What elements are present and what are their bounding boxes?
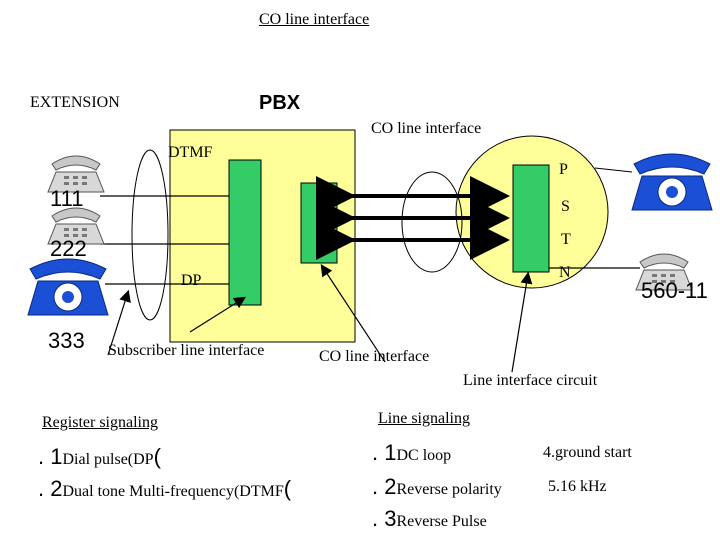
line-item-3-text: Reverse Pulse — [396, 513, 487, 530]
extension-pointer — [107, 289, 131, 356]
psnt-n: N — [559, 264, 571, 281]
circuit-pointer — [511, 271, 533, 373]
trunk-arrows — [316, 176, 510, 260]
extension-ellipse — [131, 149, 169, 321]
co-pointer — [320, 263, 386, 363]
remote-line-top — [594, 167, 633, 173]
subscriber-interface-block — [228, 159, 262, 306]
phone-icon-222 — [47, 207, 105, 245]
register-item-2-paren: ( — [283, 476, 292, 501]
line-signaling-heading: Line signaling — [378, 410, 470, 427]
psnt-s: S — [561, 198, 570, 215]
extension-number-111: 111 — [50, 186, 84, 211]
register-item-1: . 1Dial pulse(DP( — [38, 444, 161, 470]
line-item-1-num: . 1 — [372, 440, 397, 465]
register-item-2-num: . 2 — [38, 476, 63, 501]
register-item-1-paren: ( — [153, 444, 161, 469]
register-item-1-num: . 1 — [38, 444, 63, 469]
dtmf-label: DTMF — [168, 144, 213, 161]
psnt-t: T — [561, 231, 571, 248]
phone-icon-remote-blue — [631, 153, 713, 211]
extension-number-222: 222 — [50, 236, 87, 261]
phone-icon-111 — [47, 155, 105, 193]
line-item-1-text: DC loop — [396, 447, 452, 464]
pbx-label: PBX — [259, 92, 301, 114]
co-interface-block — [300, 182, 338, 264]
co-interface-bottom-label: CO line interface — [319, 348, 430, 365]
line-item-1: . 1DC loop — [372, 440, 451, 466]
co-interface-top-label: CO line interface — [371, 120, 482, 137]
register-item-1-text: Dial pulse(DP — [62, 451, 154, 468]
subscriber-pointer — [189, 296, 247, 333]
extension-label: EXTENSION — [30, 94, 120, 111]
trunk-ellipse — [401, 171, 463, 273]
line-item-2: . 2Reverse polarity — [372, 474, 502, 500]
phone-icon-remote-gray — [635, 253, 693, 291]
subscriber-interface-label: Subscriber line interface — [108, 342, 265, 359]
psnt-p: P — [559, 161, 568, 178]
line-item-2-text: Reverse polarity — [396, 481, 502, 498]
remote-number: 560-11 — [641, 278, 708, 303]
page-title: CO line interface — [259, 11, 370, 28]
phone-icon-333 — [27, 258, 109, 316]
line-item-2-num: . 2 — [372, 474, 397, 499]
line-interface-block — [512, 164, 550, 273]
line-item-3: . 3Reverse Pulse — [372, 506, 487, 532]
ground-start-label: 4.ground start — [543, 444, 632, 461]
dp-label: DP — [181, 272, 202, 289]
line-interface-circuit-label: Line interface circuit — [463, 372, 598, 389]
register-signaling-heading: Register signaling — [42, 414, 158, 431]
khz-label: 5.16 kHz — [548, 478, 607, 495]
extension-number-333: 333 — [48, 328, 85, 353]
register-item-2-text: Dual tone Multi-frequency(DTMF — [62, 483, 284, 500]
line-item-3-num: . 3 — [372, 506, 397, 531]
register-item-2: . 2Dual tone Multi-frequency(DTMF( — [38, 476, 291, 502]
